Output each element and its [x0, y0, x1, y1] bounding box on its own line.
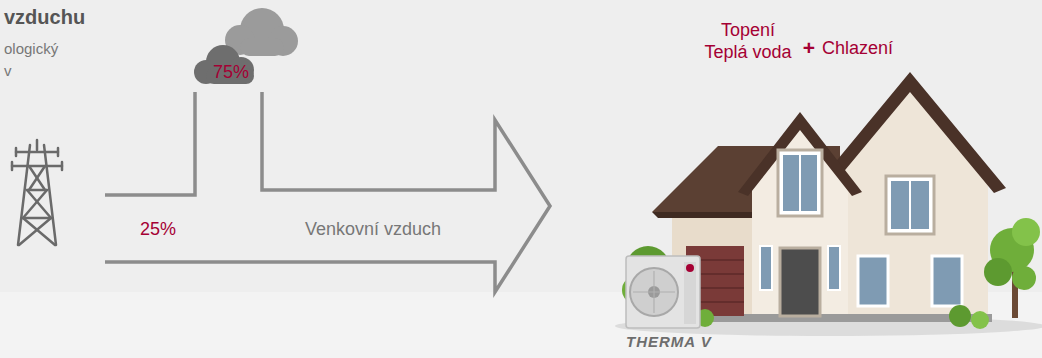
plus-sign: +: [803, 36, 815, 60]
function-label: Teplá voda: [704, 42, 791, 63]
house-illustration: [615, 72, 1042, 336]
flow-label: Venkovní vzduch: [305, 219, 441, 240]
text-fragment: v: [4, 62, 12, 79]
brand-logo: THERMA V: [626, 333, 712, 350]
percentage-label: 75%: [213, 62, 249, 83]
function-label: Chlazení: [822, 38, 893, 59]
cloud-icon: [194, 8, 298, 84]
text-fragment: ologický: [4, 40, 58, 57]
energy-flow-arrow: [105, 92, 550, 292]
power-pylon: [12, 140, 62, 245]
heading-fragment: vzduchu: [4, 6, 85, 29]
percentage-label: 25%: [140, 219, 176, 240]
function-label: Topení: [721, 20, 775, 41]
